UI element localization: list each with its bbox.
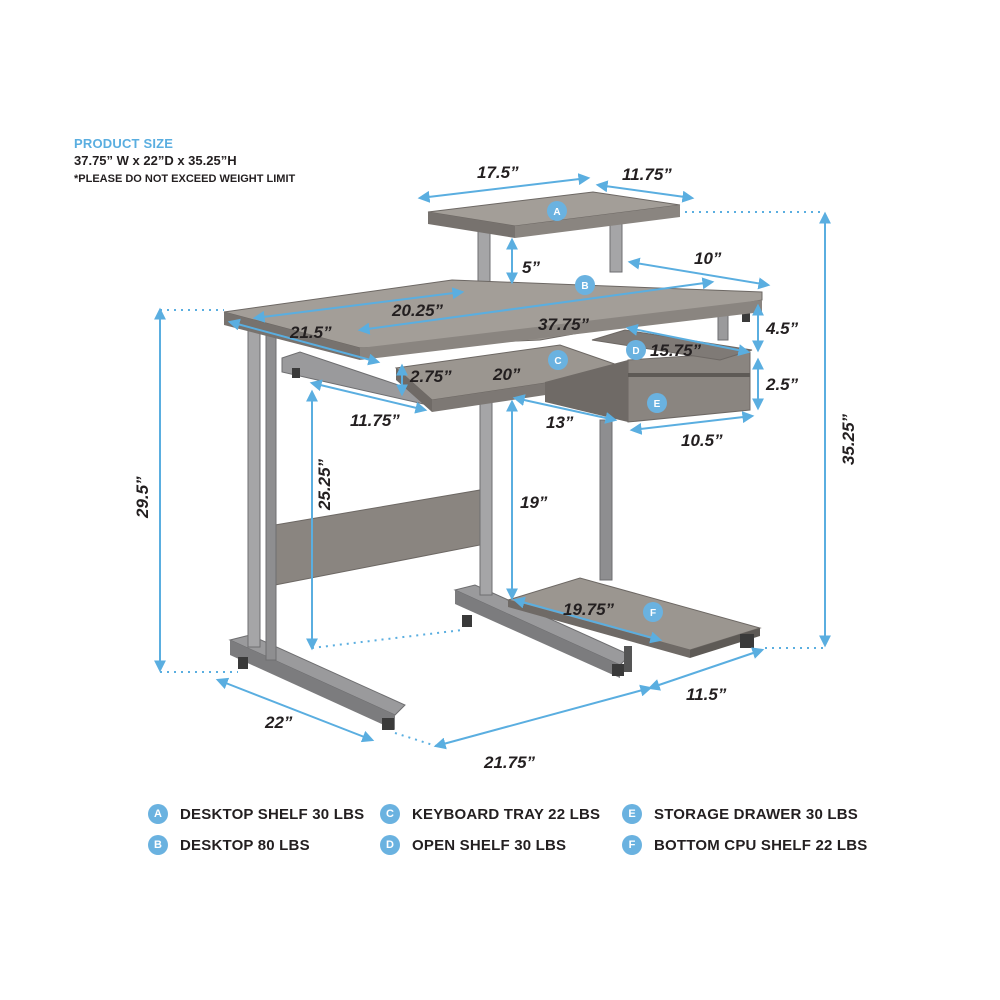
- svg-text:B: B: [581, 281, 588, 292]
- dim-drawer-width: 10.5”: [681, 431, 723, 450]
- legend-badge-e: E: [622, 804, 642, 824]
- dim-desktop-side: 21.5”: [289, 323, 332, 342]
- badge-a: A: [547, 201, 567, 221]
- dim-tray-width: 20”: [492, 365, 521, 384]
- dim-open-shelf-depth: 15.75”: [650, 341, 702, 360]
- dim-riser-height: 5”: [522, 258, 540, 277]
- dim-line-cpu-shelf-depth: [647, 647, 765, 691]
- legend-text-b: DESKTOP 80 LBS: [180, 836, 310, 854]
- legend-badge-d: D: [380, 835, 400, 855]
- dimension-labels: 17.5” 11.75” 5” 10” 20.25” 21.5” 37.75” …: [133, 163, 858, 772]
- dim-line-top-shelf-depth: [595, 180, 695, 203]
- dim-tray-depth: 11.75”: [350, 411, 400, 430]
- part-badges: A B C D E F: [547, 201, 667, 622]
- badge-f: F: [643, 602, 663, 622]
- dim-line-open-shelf-width: [627, 257, 771, 290]
- badge-c: C: [548, 350, 568, 370]
- badge-e: E: [647, 393, 667, 413]
- dim-line-base-depth: [215, 677, 375, 743]
- dim-cpu-clearance: 19”: [520, 493, 548, 512]
- dim-cpu-shelf-depth: 11.5”: [686, 685, 727, 704]
- dim-open-shelf-height: 4.5”: [765, 319, 799, 338]
- left-front-leg: [247, 311, 261, 648]
- dim-total-height: 35.25”: [839, 413, 858, 465]
- dim-line-base-width: [433, 684, 653, 750]
- dim-desk-height: 29.5”: [133, 476, 152, 519]
- svg-text:C: C: [554, 356, 561, 367]
- dim-cpu-shelf-width: 19.75”: [563, 600, 615, 619]
- dim-drawer-side: 13”: [546, 413, 574, 432]
- dim-top-shelf-depth: 11.75”: [622, 165, 672, 184]
- dim-base-width: 21.75”: [483, 753, 536, 772]
- dim-line-drawer-side: [512, 394, 618, 424]
- dim-line-cpu-shelf-width: [512, 596, 663, 644]
- legend-text-c: KEYBOARD TRAY 22 LBS: [412, 805, 601, 823]
- legend-badge-a: A: [148, 804, 168, 824]
- dim-line-desktop-width: [357, 277, 715, 335]
- right-front-leg: [479, 394, 493, 596]
- legend-text-e: STORAGE DRAWER 30 LBS: [654, 805, 858, 823]
- left-rear-leg: [265, 319, 277, 661]
- dim-line-top-shelf-width: [417, 173, 591, 203]
- cross-brace-panel: [274, 489, 481, 586]
- weight-limit-note: *PLEASE DO NOT EXCEED WEIGHT LIMIT: [74, 173, 296, 185]
- dim-desktop-front-depth: 20.25”: [391, 301, 444, 320]
- dim-line-desktop-side: [227, 318, 381, 366]
- badge-d: D: [626, 340, 646, 360]
- dim-tray-height: 25.25”: [315, 458, 334, 511]
- legend-badge-c: C: [380, 804, 400, 824]
- dimension-lines: [154, 173, 831, 750]
- dim-base-depth: 22”: [264, 713, 293, 732]
- legend-item-f: F BOTTOM CPU SHELF 22 LBS: [622, 834, 868, 856]
- dim-desktop-width: 37.75”: [538, 315, 590, 334]
- legend-item-e: E STORAGE DRAWER 30 LBS: [622, 803, 858, 825]
- legend-badge-f: F: [622, 835, 642, 855]
- legend-item-b: B DESKTOP 80 LBS: [148, 834, 310, 856]
- svg-text:E: E: [654, 399, 661, 410]
- svg-text:F: F: [650, 608, 656, 619]
- svg-text:D: D: [632, 346, 639, 357]
- dim-drawer-height: 2.5”: [765, 375, 799, 394]
- dim-open-shelf-width: 10”: [694, 249, 722, 268]
- right-rear-leg: [599, 419, 613, 581]
- legend-text-f: BOTTOM CPU SHELF 22 LBS: [654, 836, 868, 854]
- weight-legend: A DESKTOP SHELF 30 LBS B DESKTOP 80 LBS …: [148, 803, 888, 863]
- badge-b: B: [575, 275, 595, 295]
- legend-item-c: C KEYBOARD TRAY 22 LBS: [380, 803, 600, 825]
- extension-lines: [160, 211, 825, 747]
- legend-text-d: OPEN SHELF 30 LBS: [412, 836, 567, 854]
- dim-tray-thickness: 2.75”: [409, 367, 452, 386]
- desk-illustration: [223, 191, 763, 730]
- dim-line-open-shelf-depth: [625, 323, 751, 357]
- product-size-title: PRODUCT SIZE: [74, 136, 174, 151]
- product-size-dimensions: 37.75” W x 22”D x 35.25”H: [74, 153, 237, 168]
- legend-badge-b: B: [148, 835, 168, 855]
- legend-item-a: A DESKTOP SHELF 30 LBS: [148, 803, 364, 825]
- legend-item-d: D OPEN SHELF 30 LBS: [380, 834, 566, 856]
- storage-drawer-e: [627, 351, 751, 423]
- legend-text-a: DESKTOP SHELF 30 LBS: [180, 805, 365, 823]
- dim-top-shelf-width: 17.5”: [477, 163, 519, 182]
- dim-line-tray-depth: [309, 379, 428, 414]
- svg-text:A: A: [553, 207, 560, 218]
- dim-line-drawer-width: [629, 411, 755, 435]
